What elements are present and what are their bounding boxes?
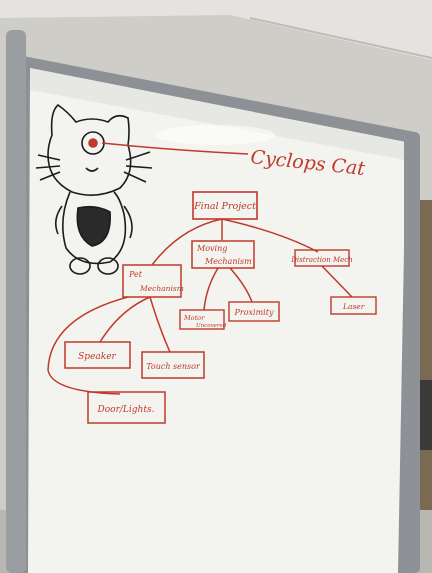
- whiteboard: [6, 30, 420, 573]
- pet-mechanism-label-line1: Pet: [128, 270, 143, 279]
- touch-sensor-label: Touch sensor: [146, 362, 201, 371]
- node-moving-mechanism: Moving Mechanism: [191, 240, 255, 269]
- node-laser: Laser: [330, 296, 377, 315]
- motor-label-line1: Motor: [183, 314, 205, 322]
- node-motor: Motor Uncovered: [179, 309, 227, 330]
- connector-lines: [47, 142, 353, 395]
- door-lights-label: Door/Lights.: [97, 405, 155, 415]
- left-post: [6, 30, 26, 573]
- distraction-mech-label: Distraction Mech: [290, 256, 352, 264]
- moving-mechanism-label-line1: Moving: [196, 244, 227, 253]
- node-distraction-mech: Distraction Mech: [290, 249, 353, 267]
- speaker-label: Speaker: [78, 352, 116, 362]
- moving-mechanism-label-line2: Mechanism: [204, 257, 252, 266]
- pet-mechanism-label-line2: Mechanism: [139, 284, 184, 293]
- laser-label: Laser: [342, 302, 365, 311]
- node-pet-mechanism: Pet Mechanism: [122, 264, 184, 298]
- node-door-lights: Door/Lights.: [87, 391, 166, 424]
- node-final-project: Final Project: [192, 191, 258, 220]
- motor-label-line2: Uncovered: [196, 323, 227, 329]
- right-post: [404, 132, 420, 573]
- node-touch-sensor: Touch sensor: [141, 351, 205, 379]
- proximity-label: Proximity: [234, 308, 274, 317]
- node-speaker: Speaker: [64, 341, 131, 369]
- final-project-label: Final Project: [193, 201, 256, 212]
- node-proximity: Proximity: [228, 301, 280, 322]
